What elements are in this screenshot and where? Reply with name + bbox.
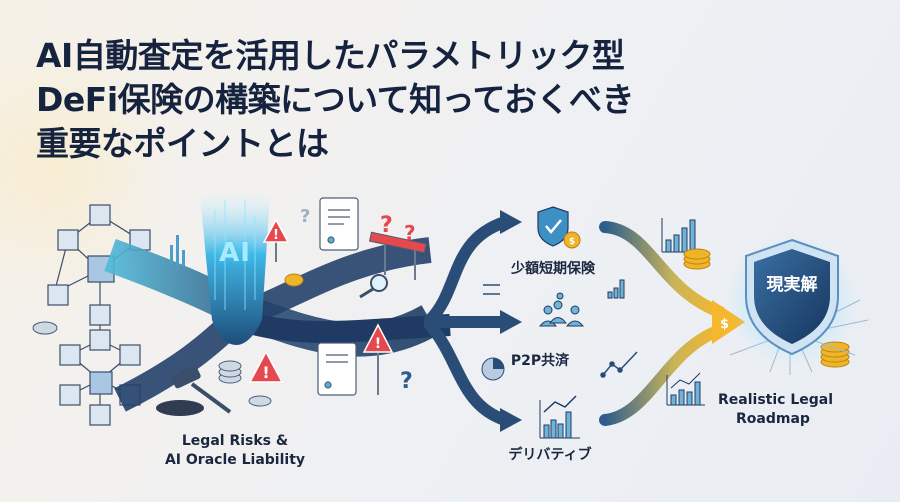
title-line-3: 重要なポイントとは — [36, 124, 329, 163]
option-p2p-mutual: P2P共済 — [510, 353, 570, 369]
warning-sign-icon: ! — [362, 323, 394, 395]
bar-chart-icon — [607, 279, 625, 299]
option-small-short-insurance: 少額短期保険 — [511, 261, 595, 277]
caption-line-1: Realistic Legal — [718, 392, 834, 408]
svg-text:!: ! — [273, 228, 279, 243]
people-group-icon — [538, 292, 585, 327]
caption-line-2: Roadmap — [736, 411, 810, 427]
line-trend-icon — [600, 351, 638, 378]
dollar-icon: $ — [720, 317, 729, 332]
question-mark-icon: ? — [380, 213, 393, 238]
ai-beam — [200, 195, 270, 345]
coin-stack-icon — [32, 321, 272, 407]
caption-line-1: Legal Risks & — [181, 433, 289, 449]
coin-icon — [284, 273, 304, 287]
branch-arrows — [424, 216, 511, 426]
ai-badge: AI — [219, 238, 251, 268]
arrow-head-icon — [500, 310, 522, 334]
arrow-head-icon — [500, 210, 522, 234]
arrow-head-icon — [712, 300, 745, 344]
shield-icon — [745, 238, 839, 356]
roadmap-caption: Realistic Legal Roadmap — [718, 391, 834, 429]
shield-label: 現実解 — [766, 275, 818, 295]
bar-chart-trend-icon — [539, 395, 580, 439]
svg-text:!: ! — [262, 363, 269, 382]
contract-scroll-icon — [319, 197, 359, 251]
bar-chart-trend-icon — [666, 372, 705, 406]
blockchain-cubes-icon — [47, 204, 151, 426]
converge-paths — [599, 221, 731, 426]
exchange-arrows-icon — [483, 284, 500, 295]
page-title: AI自動査定を活用したパラメトリック型 DeFi保険の構築について知っておくべき… — [36, 34, 635, 166]
svg-text:!: ! — [375, 336, 381, 352]
gavel-icon — [156, 365, 232, 416]
question-mark-icon: ? — [404, 221, 416, 245]
warning-sign-icon: ! — [248, 350, 284, 383]
bar-chart-icon — [661, 218, 700, 253]
title-line-1: AI自動査定を活用したパラメトリック型 — [36, 36, 625, 75]
question-mark-icon: ? — [400, 369, 413, 394]
arrow-head-icon — [500, 408, 522, 432]
title-line-2: DeFi保険の構築について知っておくべき — [36, 80, 635, 119]
question-mark-icon: ? — [300, 206, 310, 227]
contract-scroll-icon — [317, 342, 357, 396]
svg-text:$: $ — [569, 237, 575, 247]
bar-chart-icon — [170, 235, 185, 267]
magnifier-icon — [359, 274, 388, 299]
caption-line-2: AI Oracle Liability — [164, 452, 306, 468]
shield-check-coin-icon: $ — [537, 206, 581, 249]
option-derivatives: デリバティブ — [508, 447, 592, 463]
warning-sign-icon: ! — [262, 218, 290, 262]
pie-chart-icon — [481, 357, 505, 381]
barrier-icon — [368, 231, 427, 280]
coin-stack-icon — [683, 248, 711, 270]
legal-risks-caption: Legal Risks & AI Oracle Liability — [150, 432, 320, 470]
